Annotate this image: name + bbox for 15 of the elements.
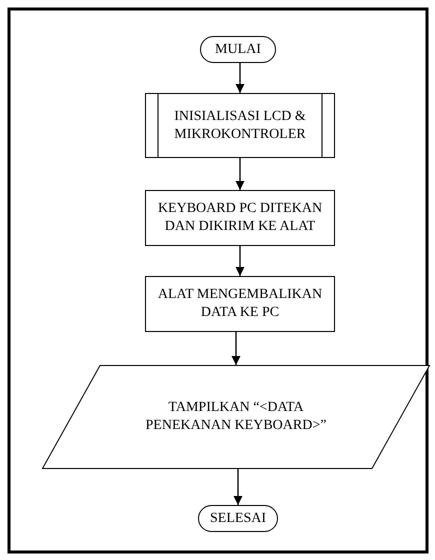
process-box bbox=[145, 276, 335, 332]
arrow bbox=[232, 332, 240, 365]
node-label: INISIALISASI LCD & MIKROKONTROLER bbox=[173, 108, 307, 144]
node-label: TAMPILKAN “<DATA PENEKANAN KEYBOARD>” bbox=[144, 399, 328, 435]
terminator-shape bbox=[198, 505, 278, 532]
arrow bbox=[236, 158, 244, 190]
arrow bbox=[236, 63, 244, 93]
arrow bbox=[234, 469, 242, 505]
node-label: ALAT MENGEMBALIKAN DATA KE PC bbox=[156, 286, 324, 322]
node-label: MULAI bbox=[215, 40, 261, 58]
arrow bbox=[236, 246, 244, 276]
node-label: KEYBOARD PC DITEKAN DAN DIKIRIM KE ALAT bbox=[156, 200, 324, 236]
process-box bbox=[145, 190, 335, 246]
terminator-shape bbox=[200, 36, 276, 63]
node-label: SELESAI bbox=[210, 510, 266, 528]
